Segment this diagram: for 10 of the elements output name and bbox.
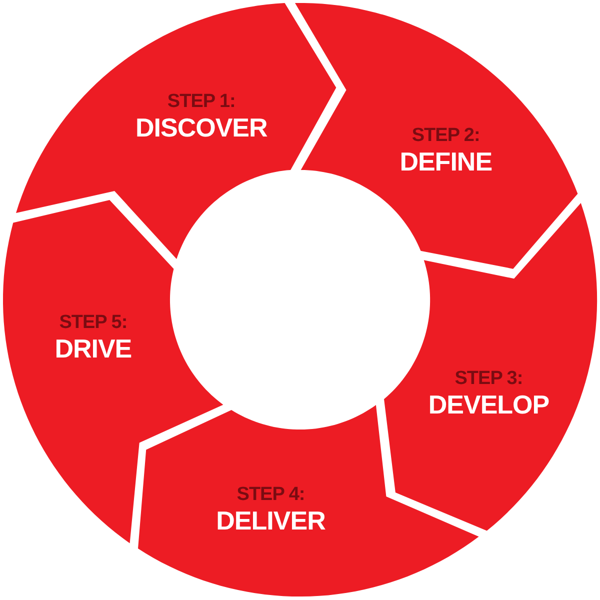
step-number: STEP 4: (236, 484, 305, 506)
step-title: DRIVE (54, 334, 132, 365)
step-number: STEP 5: (59, 312, 128, 334)
step-title: DEFINE (400, 146, 492, 178)
step-title: DEVELOP (428, 390, 550, 421)
step-title: DELIVER (216, 505, 326, 536)
step-number: STEP 3: (454, 368, 523, 390)
step-number: STEP 1: (167, 90, 236, 113)
step-title: DISCOVER (136, 112, 268, 144)
step-number: STEP 2: (412, 124, 480, 147)
